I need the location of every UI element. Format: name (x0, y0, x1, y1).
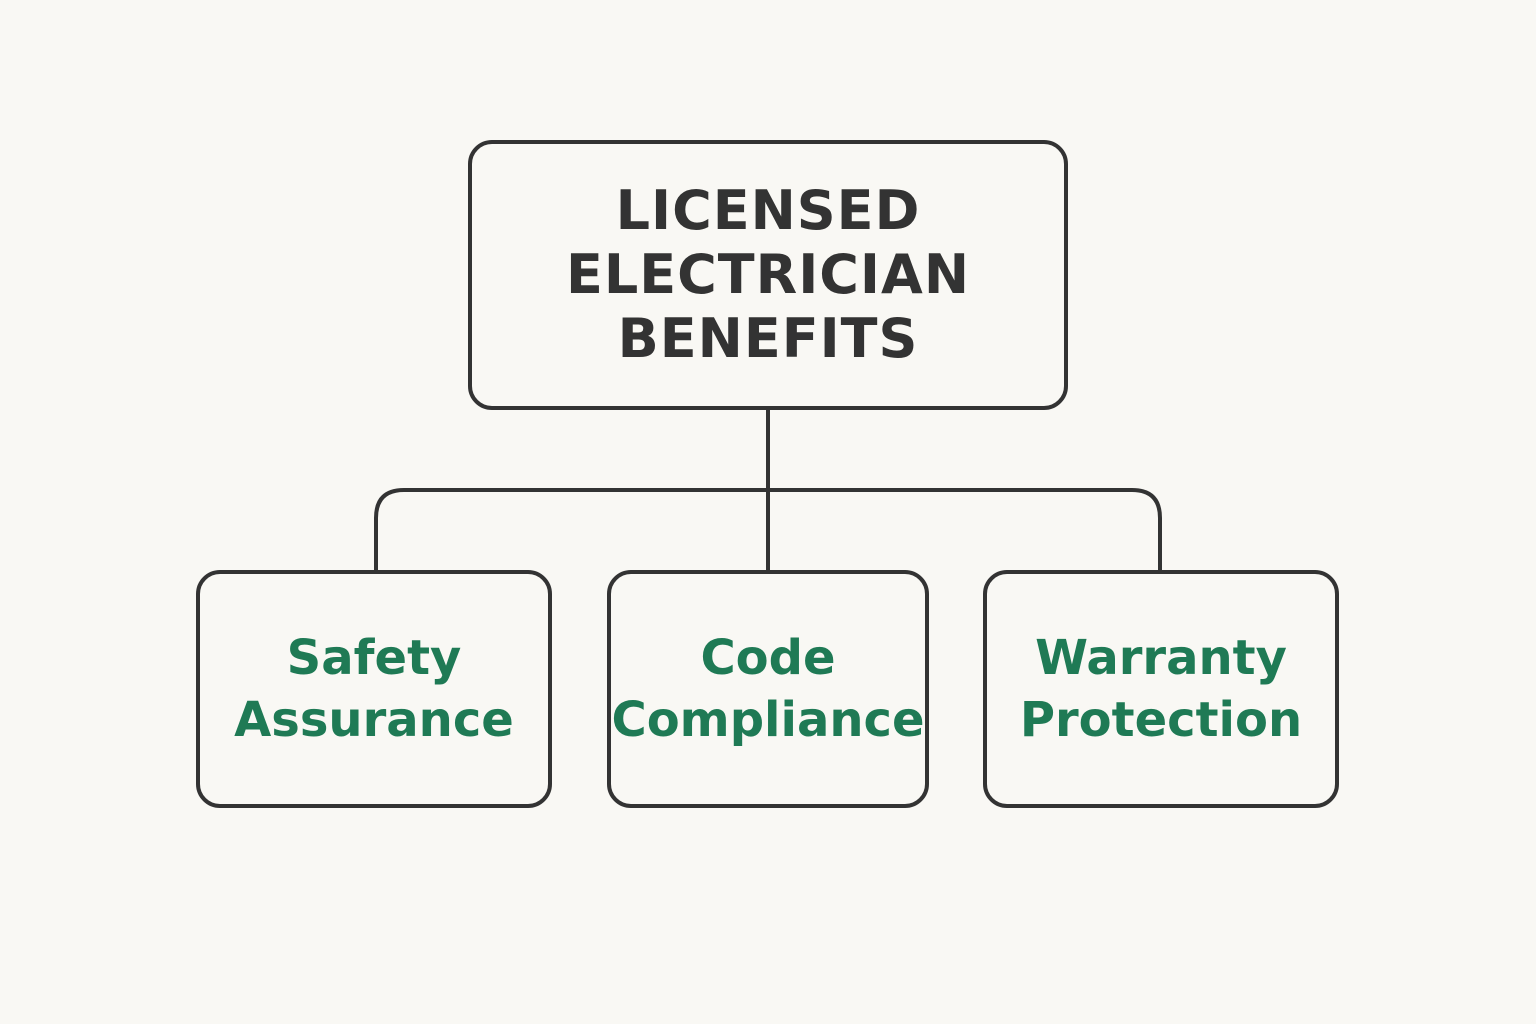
child-node-safety-assurance: Safety Assurance (196, 570, 552, 808)
root-title-line: LICENSED (615, 179, 921, 242)
root-node-licensed-electrician-benefits: LICENSED ELECTRICIAN BENEFITS (468, 140, 1068, 410)
child-label-line: Compliance (611, 692, 925, 748)
child-label-line: Safety (286, 630, 462, 686)
child-label-line: Assurance (234, 692, 514, 748)
root-title-line: ELECTRICIAN (565, 243, 971, 306)
child-node-code-compliance: Code Compliance (607, 570, 929, 808)
child-label-line: Code (700, 630, 836, 686)
child-label-line: Warranty (1035, 630, 1287, 686)
root-title-line: BENEFITS (617, 307, 919, 370)
child-node-warranty-protection: Warranty Protection (983, 570, 1339, 808)
branch-connector (374, 488, 1162, 572)
child-label-line: Protection (1019, 692, 1303, 748)
